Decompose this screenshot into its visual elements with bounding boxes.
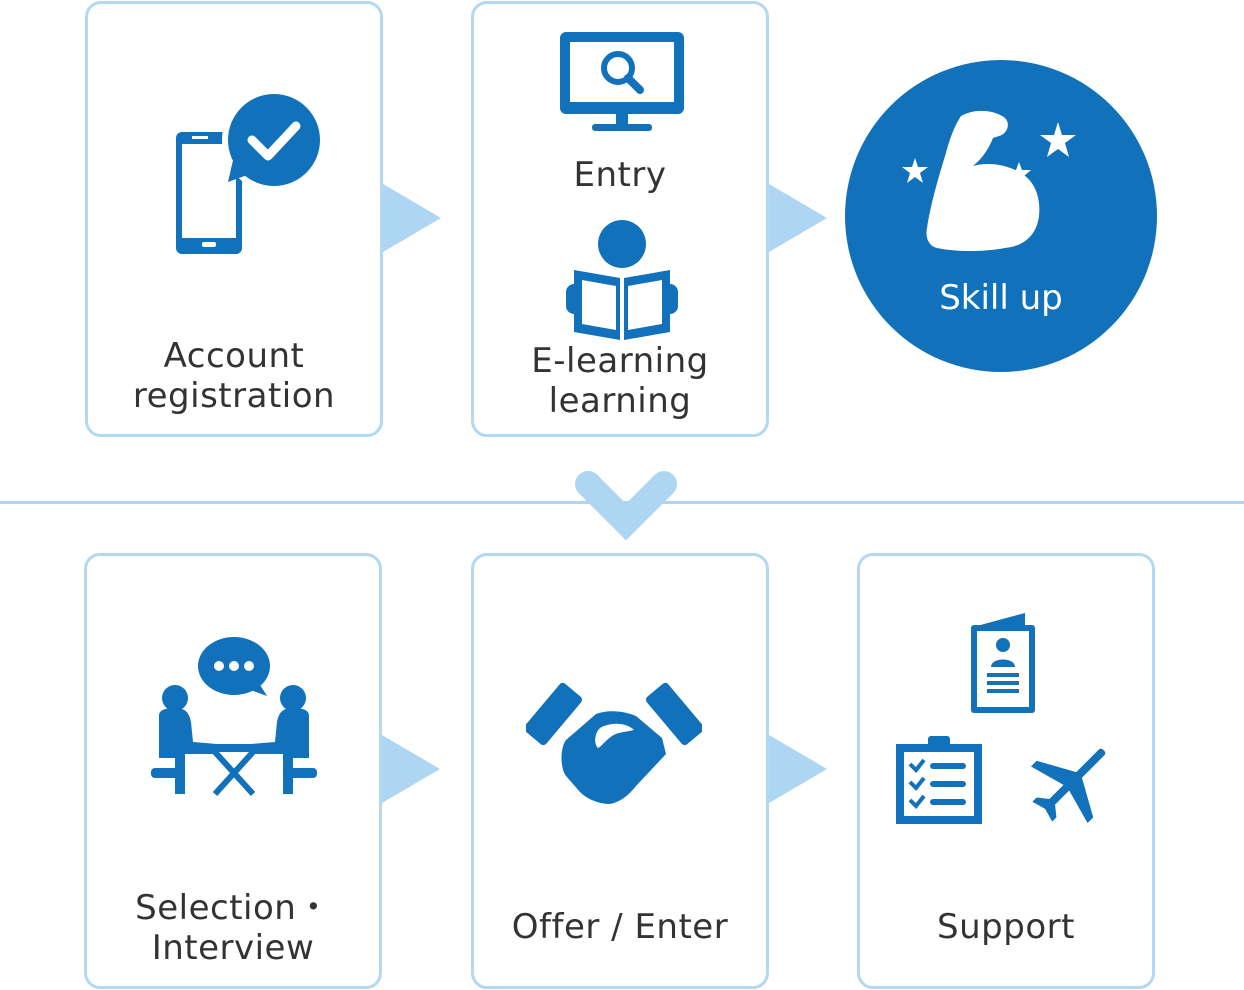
reading-person-icon: [566, 220, 678, 340]
checklist-icon: [896, 736, 982, 824]
selection-label-line1: Selection・: [135, 888, 331, 928]
arrow-right-icon: [383, 184, 441, 252]
interview-table-icon: [151, 637, 317, 797]
entry-label: Entry: [573, 155, 667, 195]
step-account-registration: Account registration: [85, 1, 383, 437]
elearning-label-line1: E-learning: [531, 341, 709, 381]
offer-label: Offer / Enter: [511, 907, 729, 947]
account-label-line1: Account: [163, 336, 305, 376]
arrow-right-icon: [769, 735, 827, 803]
support-label: Support: [937, 907, 1075, 947]
skillup-label: Skill up: [939, 278, 1063, 318]
monitor-search-icon: [560, 32, 684, 131]
airplane-icon: [1030, 748, 1106, 824]
step-selection-interview: Selection・ Interview: [84, 553, 382, 989]
smartphone-check-icon: [176, 88, 326, 254]
arrow-right-icon: [382, 735, 440, 803]
arrow-right-icon: [769, 184, 827, 252]
passport-icon: [971, 613, 1035, 713]
step-support: Support: [857, 553, 1155, 989]
elearning-label-line2: learning: [548, 381, 692, 421]
step-offer-enter: Offer / Enter: [471, 553, 769, 989]
selection-label-line2: Interview: [151, 928, 315, 968]
step-entry-elearning: Entry E-learning learning: [471, 1, 769, 437]
handshake-icon: [526, 682, 702, 804]
step-skill-up: Skill up: [845, 60, 1157, 372]
chevron-down-icon: [575, 471, 677, 540]
flexed-arm-stars-icon: [902, 110, 1076, 252]
account-label-line2: registration: [132, 376, 336, 416]
